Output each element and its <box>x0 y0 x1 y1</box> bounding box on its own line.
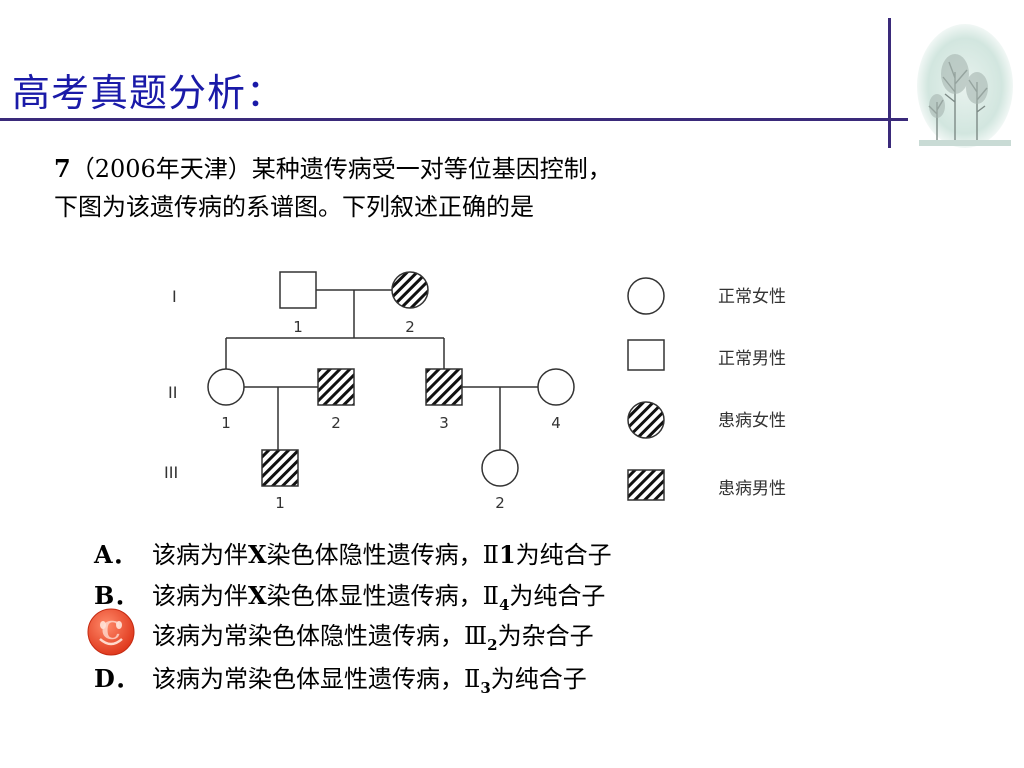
option-c[interactable]: C．该病为常染色体隐性遗传病，Ⅲ2为杂合子 <box>94 621 594 660</box>
ind-II-4-female-normal <box>537 368 575 406</box>
ind-I-1-male-normal <box>279 271 317 309</box>
label-III-2: 2 <box>495 494 505 512</box>
option-c-sub: 2 <box>487 636 498 654</box>
option-d-post: 为纯合子 <box>490 665 587 693</box>
question-number: 7 <box>54 154 71 183</box>
gen-label-I: I <box>172 287 177 306</box>
title-vertical-rule <box>888 18 891 148</box>
label-II-4: 4 <box>551 414 561 432</box>
option-a-letter: A． <box>94 540 137 569</box>
answer-smiley-icon: C <box>87 608 135 656</box>
option-a-mid: 染色体隐性遗传病，Ⅱ <box>266 541 499 569</box>
pedigree-diagram: I II III 1 2 1 2 3 4 1 2 正常女性 正常男性 <box>164 271 786 512</box>
legend-normal-male-symbol <box>627 339 665 371</box>
ind-II-2-male-affected <box>317 368 355 406</box>
option-b-pre: 该病为伴 <box>152 582 248 610</box>
label-I-2: 2 <box>405 318 415 336</box>
option-b-x: X <box>248 581 267 610</box>
label-I-1: 1 <box>293 318 303 336</box>
legend-normal-male-label: 正常男性 <box>718 349 786 369</box>
question-text: 7（2006年天津）某种遗传病受一对等位基因控制， 下图为该遗传病的系谱图。下列… <box>54 150 834 226</box>
legend-affected-female-symbol <box>627 401 665 439</box>
question-line-1: 某种遗传病受一对等位基因控制， <box>251 155 612 183</box>
gen-label-II: II <box>168 383 177 402</box>
ind-III-1-male-affected <box>261 449 299 487</box>
option-a-num: 1 <box>498 540 516 569</box>
title-underline <box>0 118 908 121</box>
question-line-2: 下图为该遗传病的系谱图。下列叙述正确的是 <box>54 193 534 221</box>
option-b-mid: 染色体显性遗传病，Ⅱ <box>266 582 499 610</box>
legend-normal-female-symbol <box>627 277 665 315</box>
ind-I-2-female-affected <box>391 271 429 309</box>
label-II-1: 1 <box>221 414 231 432</box>
label-III-1: 1 <box>275 494 285 512</box>
option-b-letter: B． <box>94 581 139 610</box>
label-II-2: 2 <box>331 414 341 432</box>
legend-affected-male-symbol <box>627 469 665 501</box>
winter-tree-decoration <box>917 24 1013 148</box>
legend-affected-female-label: 患病女性 <box>718 411 786 431</box>
option-b-post: 为纯合子 <box>509 582 606 610</box>
option-a-x: X <box>248 540 267 569</box>
option-a-post: 为纯合子 <box>515 541 612 569</box>
answer-letter: C <box>101 616 120 645</box>
option-a[interactable]: A． 该病为伴X染色体隐性遗传病，Ⅱ1为纯合子 <box>94 540 612 570</box>
option-b-sub: 4 <box>498 596 510 614</box>
question-source: （2006年天津） <box>70 155 252 183</box>
ind-II-1-female-normal <box>207 368 245 406</box>
ind-III-2-female-normal <box>481 449 519 487</box>
option-b[interactable]: B． 该病为伴X染色体显性遗传病，Ⅱ4为纯合子 <box>94 581 605 620</box>
option-d-sub: 3 <box>480 679 491 697</box>
option-d[interactable]: D． 该病为常染色体显性遗传病，Ⅱ3为纯合子 <box>94 664 587 703</box>
ind-II-3-male-affected <box>425 368 463 406</box>
legend-affected-male-label: 患病男性 <box>718 479 786 499</box>
gen-label-III: III <box>164 463 178 482</box>
option-d-text: 该病为常染色体显性遗传病，Ⅱ <box>152 665 481 693</box>
slide-title: 高考真题分析： <box>12 71 286 115</box>
label-II-3: 3 <box>439 414 449 432</box>
option-c-post: 为杂合子 <box>497 622 594 650</box>
option-a-pre: 该病为伴 <box>152 541 248 569</box>
option-c-text: 该病为常染色体隐性遗传病，Ⅲ <box>152 622 488 650</box>
option-d-letter: D． <box>94 664 139 693</box>
legend-normal-female-label: 正常女性 <box>718 287 786 307</box>
